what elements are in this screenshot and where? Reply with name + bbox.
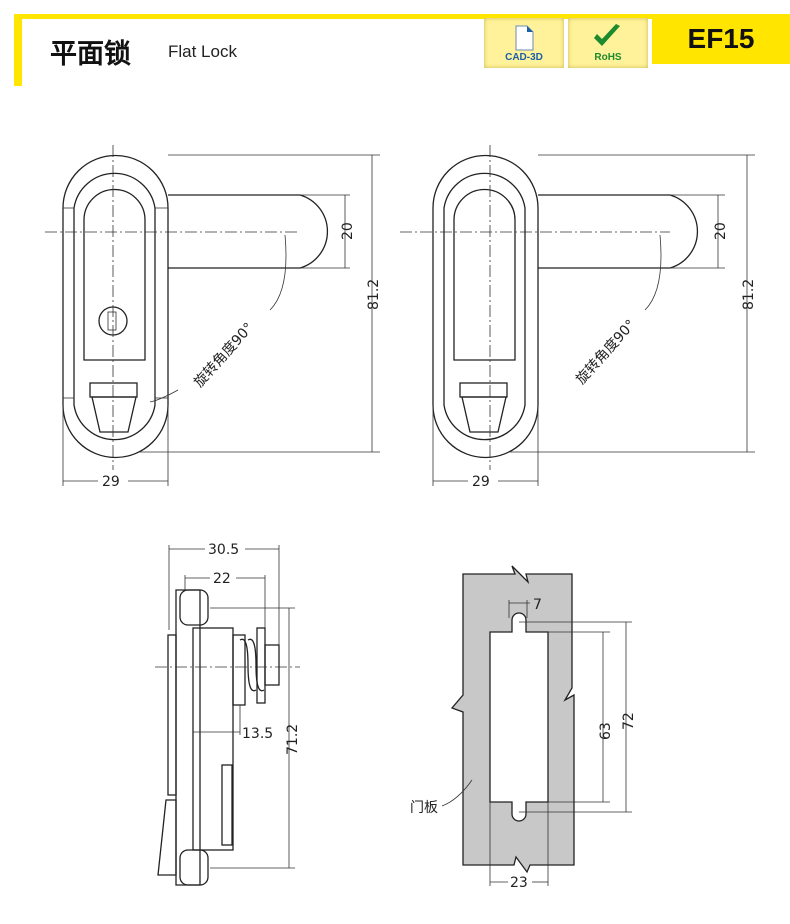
height-dim-1: 81.2	[366, 279, 382, 310]
door-panel-label: 门板	[410, 800, 438, 816]
width-dim-2: 29	[472, 474, 490, 490]
width-dim-1: 29	[102, 474, 120, 490]
rohs-label: RoHS	[594, 52, 622, 63]
height-dim-2: 81.2	[741, 279, 757, 310]
rotation-note-1: 旋转角度90°	[191, 320, 257, 391]
overall-depth-dim: 30.5	[208, 542, 239, 558]
door-panel-cutout-view: 7 63 72 23 门板	[410, 565, 637, 891]
header-frame-top	[14, 14, 790, 19]
header-frame-left	[14, 14, 22, 86]
cutout-width-dim: 23	[510, 875, 528, 891]
side-view: 30.5 22 13.5 71.2	[155, 542, 301, 886]
page-subtitle: Flat Lock	[168, 42, 237, 61]
depth-22-dim: 22	[213, 571, 231, 587]
front-view-2: 旋转角度90° 81.2 20 29	[400, 145, 757, 490]
rohs-badge[interactable]: RoHS	[568, 18, 648, 68]
depth-13-5-dim: 13.5	[242, 726, 273, 742]
handle-width-dim-1: 20	[340, 222, 356, 240]
cutout-height-dim: 63	[598, 722, 614, 740]
rotation-note-2: 旋转角度90°	[573, 317, 639, 388]
model-code: EF15	[652, 14, 790, 64]
slot-spacing-dim: 72	[621, 712, 637, 730]
document-icon	[515, 25, 534, 51]
slot-width-dim: 7	[533, 597, 542, 613]
hole-spacing-dim: 71.2	[285, 724, 301, 755]
cad-3d-label: CAD-3D	[505, 52, 543, 63]
front-view-1: 旋转角度90° 81.2 20 29	[45, 145, 382, 490]
cad-3d-badge[interactable]: CAD-3D	[484, 18, 564, 68]
checkmark-icon	[594, 24, 620, 46]
page-title: 平面锁	[50, 39, 131, 70]
handle-width-dim-2: 20	[713, 222, 729, 240]
